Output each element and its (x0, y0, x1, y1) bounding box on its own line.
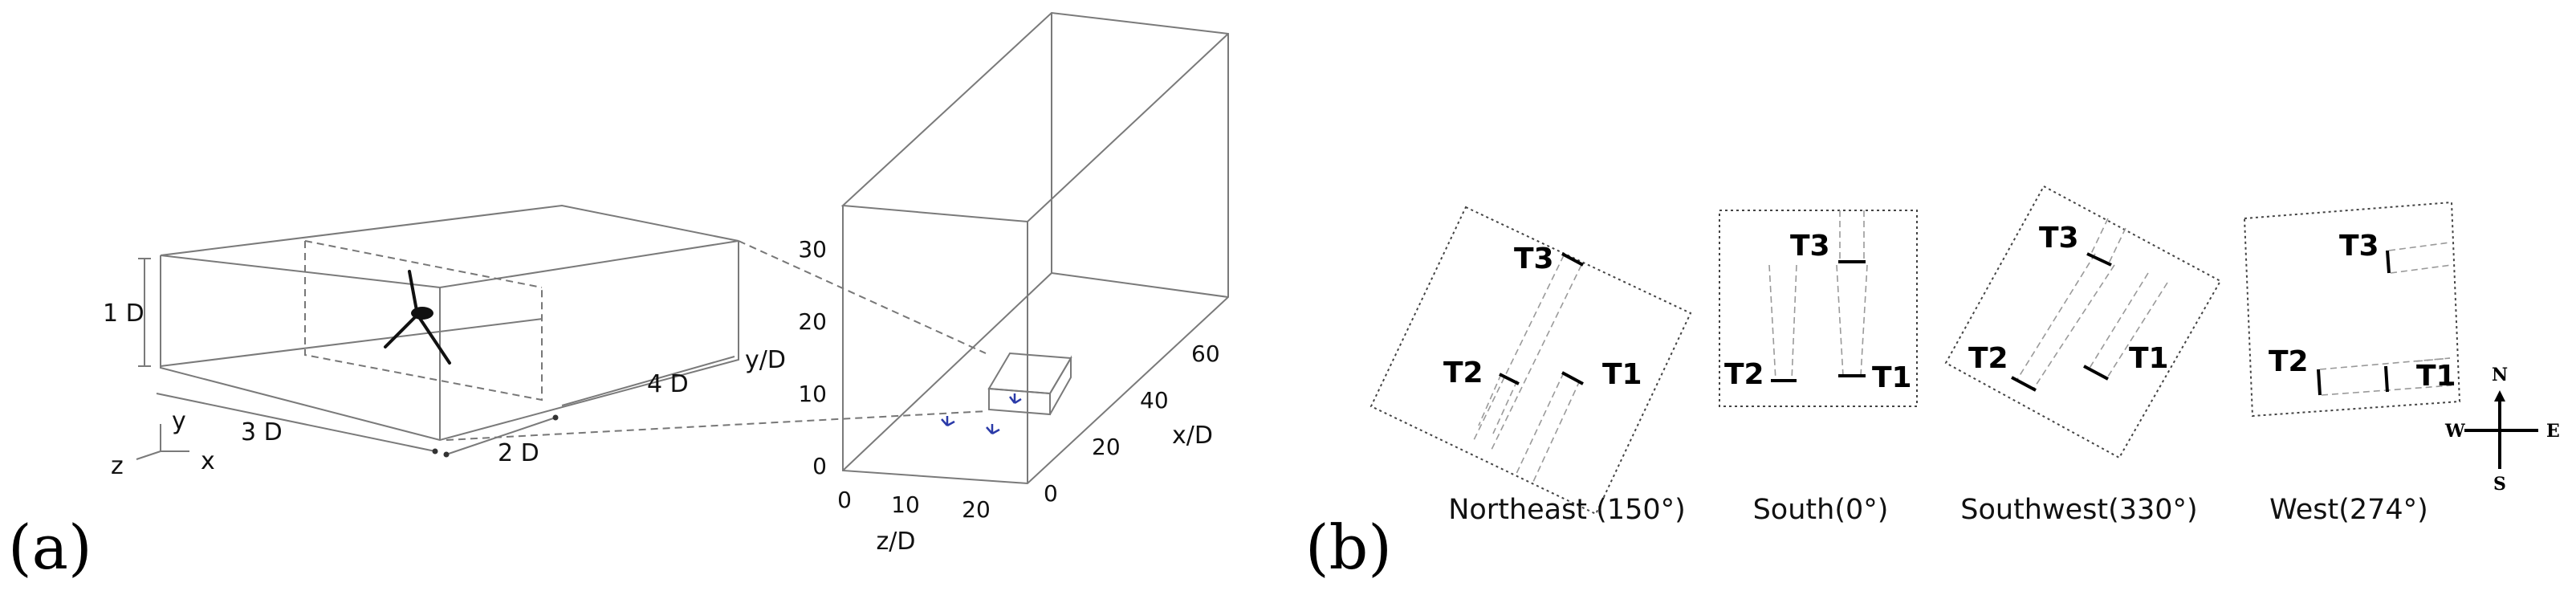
z-axis-label: z/D (877, 528, 916, 556)
length-dimension-label: 3 D (241, 418, 283, 446)
vertical-tick-20: 20 (798, 308, 827, 335)
layout-northeast: T3 T2 T1 Northeast (150°) (1369, 206, 1692, 526)
wind-turbine-icon (384, 270, 451, 365)
vertical-tick-0: 0 (812, 453, 827, 479)
x-axis-label: x/D (1172, 422, 1213, 450)
panel-a: 1 D 3 D 4 D 2 D y/D y x z (8, 11, 1229, 583)
coordinate-axes-icon: y x z (111, 407, 215, 480)
x-tick-60: 60 (1191, 340, 1220, 367)
vertical-axis-ticks: 0 10 20 30 (798, 236, 827, 479)
turbine-t1-mark (2083, 365, 2109, 381)
vertical-tick-10: 10 (798, 381, 827, 407)
vertical-tick-30: 30 (798, 236, 827, 263)
turbine-t2-mark (1499, 373, 1520, 385)
zoom-connector-lines (446, 240, 988, 441)
layout-south: T3 T2 T1 South(0°) (1719, 210, 1918, 526)
turbine-subdomain-box (160, 204, 739, 442)
x-tick-40: 40 (1140, 387, 1169, 414)
turbine-label-t3: T3 (1790, 230, 1830, 263)
axis-z-letter: z (111, 452, 124, 480)
axis-y-letter: y (172, 407, 186, 435)
computational-domain-box (840, 11, 1229, 485)
domain-subbox (987, 352, 1072, 416)
compass-icon: N S E W (2444, 365, 2560, 495)
x-tick-20: 20 (1092, 434, 1121, 460)
z-tick-20: 20 (962, 496, 991, 523)
compass-east: E (2546, 421, 2560, 442)
layout-southwest: T3 T2 T1 Southwest(330°) (1944, 185, 2222, 526)
z-tick-10: 10 (891, 491, 920, 518)
layout-caption-southwest: Southwest(330°) (1960, 494, 2197, 526)
turbine-t3-mark (2386, 250, 2391, 274)
turbine-label-t1: T1 (2129, 342, 2169, 375)
height-dimension-label: 1 D (103, 300, 144, 328)
turbine-label-t3: T3 (2039, 222, 2079, 255)
domain-turbine-markers (941, 393, 1022, 435)
compass-west: W (2444, 421, 2465, 442)
wake-lines (1473, 255, 1582, 483)
turbine-label-t2: T2 (1443, 357, 1483, 389)
turbine-label-t3: T3 (2339, 230, 2379, 263)
x-axis-ticks: 0 20 40 60 x/D (1044, 340, 1220, 507)
layout-caption-south: South(0°) (1753, 494, 1889, 526)
turbine-t3-mark (1561, 252, 1584, 267)
compass-south: S (2493, 474, 2506, 495)
dimension-lines (138, 258, 735, 458)
turbine-label-t2: T2 (1968, 342, 2008, 375)
panel-a-label: (a) (8, 512, 92, 583)
turbine-t1-mark (2384, 365, 2389, 393)
panel-b: T3 T2 T1 Northeast (150°) T3 T2 T1 South… (1305, 185, 2560, 583)
depth-dimension-label: 4 D (647, 370, 689, 398)
x-tick-0: 0 (1044, 480, 1058, 507)
turbine-t1-mark (1561, 371, 1584, 385)
layout-west: T3 T2 T1 West(274°) (2243, 201, 2461, 526)
turbine-label-t2: T2 (2269, 345, 2309, 378)
turbine-t3-mark (2086, 252, 2112, 267)
axis-x-letter: x (201, 447, 215, 475)
offset-dimension-label: 2 D (498, 439, 539, 467)
compass-north: N (2492, 365, 2508, 385)
turbine-t2-mark (2317, 369, 2322, 396)
wake-lines (2016, 218, 2168, 391)
turbine-label-t1: T1 (1872, 361, 1912, 394)
turbine-label-t3: T3 (1514, 243, 1554, 275)
z-tick-0: 0 (837, 487, 852, 513)
panel-b-label: (b) (1305, 512, 1392, 583)
wake-lines (1768, 210, 1868, 381)
layout-caption-west: West(274°) (2269, 494, 2428, 526)
turbine-label-t1: T1 (1602, 358, 1642, 391)
z-axis-ticks: 0 10 20 z/D (837, 487, 991, 556)
turbine-t2-mark (2011, 376, 2037, 392)
turbine-label-t1: T1 (2416, 360, 2456, 393)
edge-axis-label: y/D (745, 346, 786, 374)
layout-caption-northeast: Northeast (150°) (1448, 494, 1686, 526)
turbine-label-t2: T2 (1724, 358, 1764, 391)
